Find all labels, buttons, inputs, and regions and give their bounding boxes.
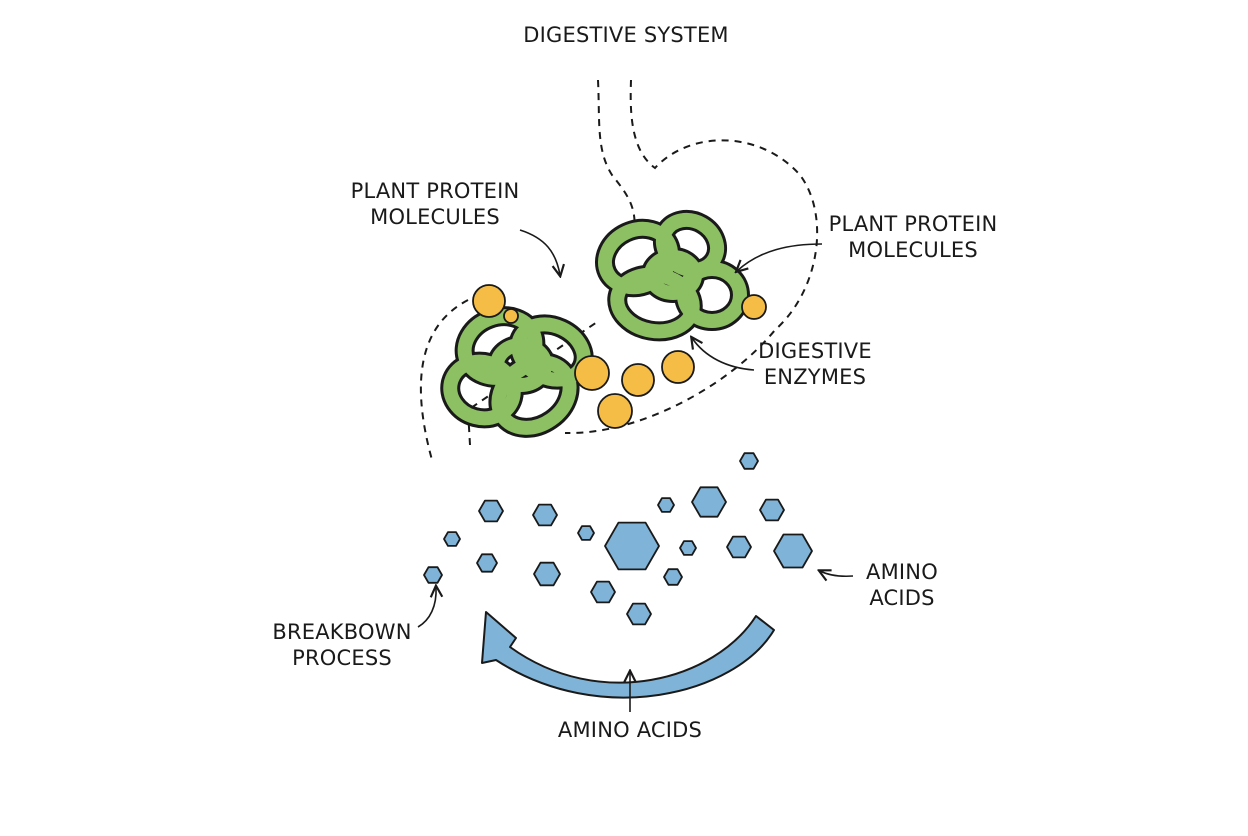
- amino-acid-hexagon: [657, 497, 675, 513]
- amino-acid-hexagon: [604, 521, 660, 571]
- plant-protein-cluster-left: [440, 306, 594, 438]
- enzyme-particle: [597, 393, 633, 429]
- enzyme-particle: [741, 294, 767, 320]
- amino-acids-group: [423, 452, 813, 626]
- label-amino-acids-right: AMINO ACIDS: [852, 559, 952, 611]
- esophagus-left-wall: [597, 79, 636, 233]
- amino-acid-hexagon: [478, 499, 504, 523]
- enzyme-particle: [503, 308, 519, 324]
- amino-acid-hexagon: [759, 498, 785, 522]
- label-line: DIGESTIVE: [758, 339, 872, 363]
- label-line: PROCESS: [292, 646, 392, 670]
- leader-arrow-breakdown: [417, 587, 436, 628]
- amino-acid-hexagon: [626, 602, 652, 626]
- plant-protein-cluster-right: [594, 209, 750, 342]
- label-line: ENZYMES: [763, 365, 867, 389]
- label-line: BREAKBOWN: [272, 620, 412, 644]
- amino-acid-hexagon: [533, 561, 561, 587]
- leader-arrow-protein-left: [519, 229, 560, 275]
- enzyme-particle: [472, 284, 506, 318]
- label-breakdown-process: BREAKBOWN PROCESS: [262, 619, 422, 671]
- diagram-title-text: DIGESTIVE SYSTEM: [523, 23, 729, 47]
- label-line: PLANT PROTEIN: [828, 212, 998, 236]
- enzyme-particle: [661, 350, 695, 384]
- amino-acid-hexagon: [679, 540, 697, 556]
- enzyme-particle: [574, 355, 610, 391]
- digestive-enzymes-group: [472, 284, 767, 429]
- amino-acid-hexagon: [577, 525, 595, 541]
- label-line: ACIDS: [869, 586, 935, 610]
- stomach-outline: [419, 79, 819, 461]
- label-line: MOLECULES: [370, 205, 500, 229]
- label-line: PLANT PROTEIN: [350, 179, 520, 203]
- label-plant-protein-right: PLANT PROTEIN MOLECULES: [808, 211, 1018, 263]
- amino-acid-hexagon: [726, 535, 752, 559]
- stomach-lower-wall: [419, 299, 469, 461]
- amino-acid-hexagon: [423, 566, 443, 584]
- enzyme-particle: [621, 363, 655, 397]
- label-digestive-enzymes: DIGESTIVE ENZYMES: [740, 338, 890, 390]
- amino-acid-hexagon: [739, 452, 759, 470]
- label-line: AMINO ACIDS: [557, 718, 703, 742]
- leader-arrow-enzymes: [692, 338, 755, 371]
- amino-acid-hexagon: [532, 503, 558, 527]
- diagram-title: DIGESTIVE SYSTEM: [500, 22, 752, 48]
- label-plant-protein-left: PLANT PROTEIN MOLECULES: [330, 178, 540, 230]
- leader-arrow-protein-right: [737, 243, 823, 271]
- label-line: MOLECULES: [848, 238, 978, 262]
- amino-acid-hexagon: [691, 486, 727, 518]
- amino-acid-hexagon: [476, 553, 498, 573]
- amino-acid-hexagon: [443, 531, 461, 547]
- label-line: AMINO: [866, 560, 938, 584]
- amino-acid-hexagon: [590, 580, 616, 604]
- stomach-outer-wall: [564, 79, 819, 435]
- amino-acid-hexagon: [663, 568, 683, 586]
- leader-arrow-amino-right: [820, 571, 854, 576]
- breakdown-cycle-arrow: [481, 611, 775, 699]
- label-amino-acids-bottom: AMINO ACIDS: [545, 717, 715, 743]
- amino-acid-hexagon: [773, 533, 813, 569]
